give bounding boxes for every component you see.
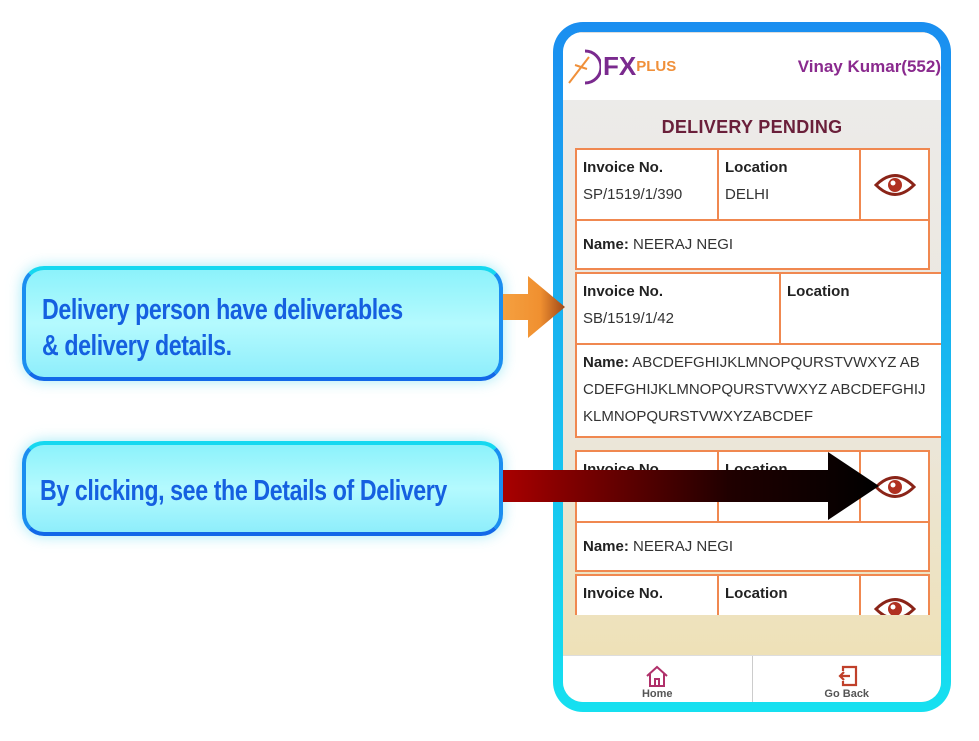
callout-details: By clicking, see the Details of Delivery	[22, 441, 503, 536]
home-icon	[646, 665, 668, 687]
go-back-button[interactable]: Go Back	[751, 656, 942, 702]
invoice-label: Invoice No.	[583, 283, 664, 300]
name-label: Name:	[583, 236, 629, 253]
bottom-nav: Home Go Back	[563, 655, 941, 702]
go-back-icon	[838, 665, 857, 687]
invoice-label: Invoice No.	[583, 159, 664, 176]
callout-line-1: Delivery person have deliverables	[42, 294, 403, 326]
name-label: Name:	[583, 538, 629, 555]
name-value: ABCDEFGHIJKLMNOPQURSTVWXYZ ABCDEFGHIJKLM…	[583, 354, 926, 425]
eye-icon	[873, 475, 916, 498]
home-button[interactable]: Home	[563, 656, 752, 702]
location-label: Location	[787, 283, 850, 300]
location-label: Location	[725, 159, 788, 176]
callout-text: By clicking, see the Details of Delivery	[40, 475, 447, 507]
logo-clock-icon	[568, 49, 601, 84]
invoice-value: SP/1519/1/390	[583, 186, 683, 203]
invoice-label: Invoice No.	[583, 585, 664, 602]
view-details-button[interactable]	[861, 150, 928, 219]
location-label: Location	[725, 585, 788, 602]
eye-icon	[873, 598, 916, 615]
name-value: NEERAJ NEGI	[633, 538, 734, 555]
logo-fx: FX	[603, 51, 637, 81]
delivery-card: Invoice No. SB/1519/1/42 Location Name: A…	[575, 272, 941, 438]
location-value: DELHI	[725, 186, 770, 203]
eye-icon	[873, 173, 916, 196]
callout-line-2: & delivery details.	[42, 330, 232, 362]
user-name: Vinay Kumar(552)	[797, 56, 941, 76]
view-details-button[interactable]	[861, 576, 928, 615]
pointer-arrow-icon	[503, 452, 879, 520]
name-value: NEERAJ NEGI	[633, 236, 734, 253]
invoice-value: SB/1519/1/42	[583, 310, 674, 327]
orange-arrow-icon	[503, 276, 565, 338]
go-back-label: Go Back	[824, 688, 870, 700]
view-details-button[interactable]	[861, 452, 928, 521]
delivery-card: Invoice No. Location	[575, 574, 930, 615]
name-label: Name:	[583, 354, 629, 371]
callout-deliverables: Delivery person have deliverables & deli…	[22, 266, 503, 381]
logo-plus: PLUS	[636, 58, 677, 75]
page-title: DELIVERY PENDING	[661, 117, 843, 137]
home-label: Home	[641, 688, 673, 700]
